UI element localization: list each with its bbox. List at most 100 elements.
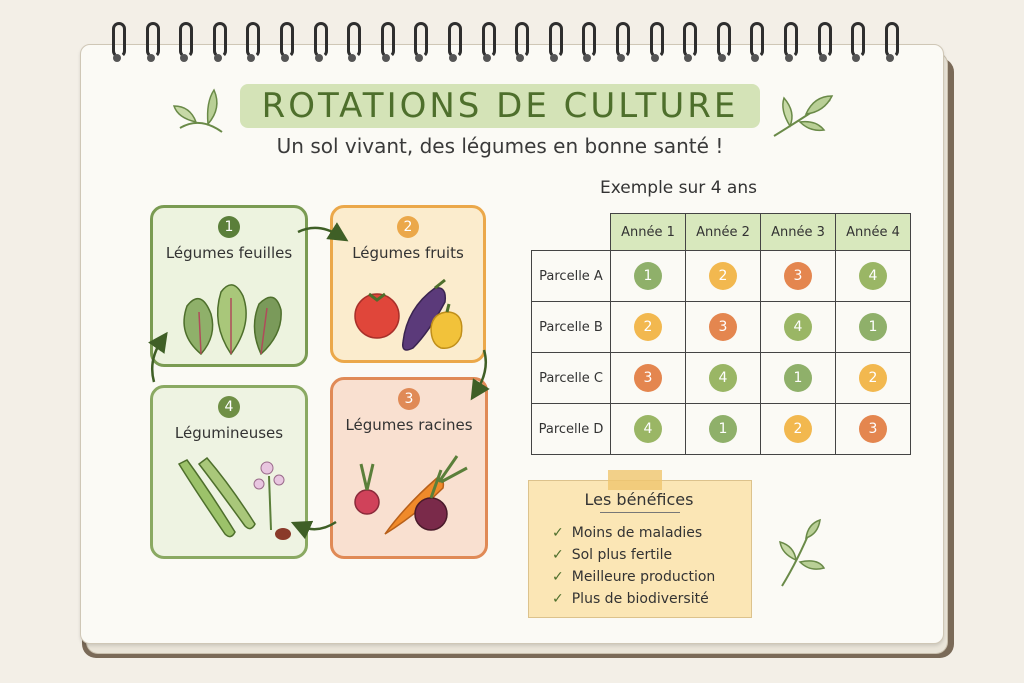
table-cell: 3	[835, 403, 911, 455]
binding-ring	[244, 20, 261, 64]
row-label: Parcelle D	[531, 403, 611, 455]
title-highlight	[240, 84, 760, 128]
step-dot: 1	[709, 415, 737, 443]
binding-ring	[211, 20, 227, 64]
table-cell: 4	[835, 250, 911, 302]
table-row: Parcelle C 3 4 1 2	[531, 352, 911, 404]
cycle-arrows	[148, 222, 490, 540]
benefit-text: Moins de maladies	[571, 525, 703, 541]
step-dot: 1	[784, 364, 812, 392]
check-icon: ✓	[552, 547, 564, 563]
benefit-text: Meilleure production	[571, 569, 716, 585]
binding-ring	[547, 20, 563, 64]
step-dot: 2	[784, 415, 812, 443]
benefits-underline	[600, 512, 680, 513]
leafy-vegetables-icon	[183, 284, 282, 356]
step-label: Légumes feuilles	[165, 244, 293, 262]
list-item: ✓ Moins de maladies	[552, 522, 715, 544]
cycle-step-leafy: 1 Légumes feuilles	[150, 205, 308, 367]
column-header: Année 3	[760, 213, 836, 251]
example-title: Exemple sur 4 ans	[600, 178, 757, 198]
benefits-card	[528, 480, 752, 618]
page-subtitle: Un sol vivant, des légumes en bonne sant…	[276, 134, 724, 158]
binding-ring	[446, 20, 462, 64]
fruit-vegetables-icon	[354, 278, 463, 351]
leaf-icon	[773, 95, 834, 137]
binding-ring	[312, 20, 328, 64]
column-header: Année 1	[610, 213, 686, 251]
binding-ring	[883, 20, 899, 64]
step-dot: 3	[859, 415, 887, 443]
row-label: Parcelle B	[531, 301, 611, 353]
legumes-icon	[177, 456, 291, 540]
list-item: ✓Plus de biodiversité	[552, 588, 715, 610]
table-cell: 3	[685, 301, 761, 353]
step-dot: 1	[859, 313, 887, 341]
step-number-badge: 1	[218, 216, 240, 238]
step-number-badge: 4	[218, 396, 240, 418]
cycle-step-fruit: 2 Légumes fruits	[330, 205, 486, 363]
binding-ring	[648, 20, 664, 64]
column-header: Année 4	[835, 213, 911, 251]
page-title: ROTATIONS DE CULTURE	[261, 86, 739, 126]
row-label: Parcelle A	[531, 250, 611, 302]
table-row: Parcelle D 4 1 2 3	[531, 403, 911, 455]
table-cell: 2	[685, 250, 761, 302]
table-cell: 4	[685, 352, 761, 404]
row-label: Parcelle C	[531, 352, 611, 404]
step-label: Légumineuses	[174, 424, 284, 442]
binding-ring	[379, 20, 395, 64]
list-item: ✓ Meilleure production	[552, 566, 715, 588]
step-dot: 3	[634, 364, 662, 392]
table-header-row: Année 1 Année 2 Année 3 Année 4	[531, 213, 911, 251]
rotation-table: Année 1 Année 2 Année 3 Année 4 Parcelle…	[531, 213, 911, 455]
check-icon: ✓	[552, 569, 564, 585]
table-cell: 1	[685, 403, 761, 455]
step-dot: 1	[634, 262, 662, 290]
leaf-icon	[172, 88, 223, 133]
list-item: ✓Sol plus fertile	[552, 544, 715, 566]
step-dot: 2	[709, 262, 737, 290]
leaf-icon	[779, 518, 826, 587]
binding-ring	[681, 20, 698, 64]
binding-ring	[580, 20, 597, 64]
step-dot: 2	[859, 364, 887, 392]
table-corner	[531, 213, 611, 251]
check-icon: ✓	[552, 525, 564, 541]
binding-ring	[782, 20, 798, 64]
column-header: Année 2	[685, 213, 761, 251]
table-row: Parcelle A 1 2 3 4	[531, 250, 911, 302]
binding-ring	[748, 20, 765, 64]
binding-ring	[715, 20, 731, 64]
step-dot: 4	[784, 313, 812, 341]
step-label: Légumes fruits	[352, 244, 464, 262]
spiral-binding	[110, 20, 900, 70]
cycle-step-root: 3 Légumes racines	[330, 377, 488, 559]
step-dot: 4	[634, 415, 662, 443]
benefits-title: Les bénéfices	[584, 490, 694, 509]
step-dot: 3	[709, 313, 737, 341]
binding-ring	[849, 20, 866, 64]
table-cell: 1	[610, 250, 686, 302]
binding-ring	[345, 20, 362, 64]
table-cell: 4	[610, 403, 686, 455]
table-cell: 4	[760, 301, 836, 353]
binding-ring	[816, 20, 832, 64]
step-dot: 3	[784, 262, 812, 290]
table-cell: 2	[760, 403, 836, 455]
step-label: Légumes racines	[345, 416, 473, 434]
binding-ring	[480, 20, 496, 64]
tape-decoration	[608, 470, 662, 490]
binding-ring	[614, 20, 630, 64]
table-cell: 2	[610, 301, 686, 353]
table-cell: 1	[760, 352, 836, 404]
table-cell: 3	[610, 352, 686, 404]
table-cell: 1	[835, 301, 911, 353]
step-dot: 4	[859, 262, 887, 290]
binding-ring	[144, 20, 160, 64]
benefits-list: ✓ Moins de maladies ✓Sol plus fertile ✓ Me…	[552, 522, 715, 610]
step-dot: 4	[709, 364, 737, 392]
binding-ring	[177, 20, 194, 64]
step-number-badge: 3	[398, 388, 420, 410]
